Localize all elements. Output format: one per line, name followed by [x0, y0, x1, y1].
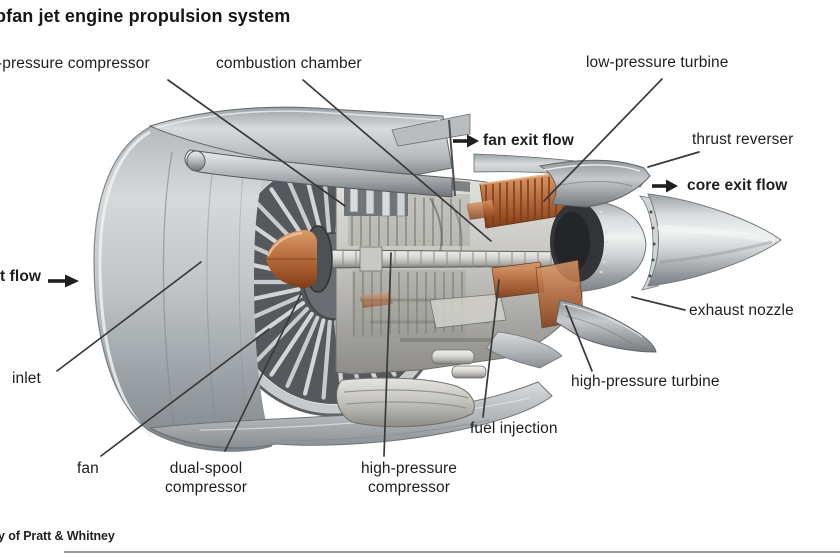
turbine-exit-bolts: [599, 210, 609, 274]
label-thrust-reverser: thrust reverser: [692, 131, 794, 148]
label-fan-exit-flow: fan exit flow: [483, 132, 574, 149]
label-fan: fan: [77, 460, 99, 477]
label-core-exit-flow: core exit flow: [687, 177, 788, 194]
label-combustion-chamber: combustion chamber: [216, 55, 362, 72]
lower-nacelle: [148, 349, 553, 449]
spinner-cone: [266, 225, 333, 293]
cone-base-holes: [648, 210, 656, 278]
fan-exit-flow-arrow-icon: [453, 134, 479, 148]
rear-section: [473, 153, 782, 369]
label-inlet-flow: t flow: [0, 268, 42, 285]
image-credit: y of Pratt & Whitney: [0, 529, 115, 543]
tail-cone: [647, 193, 782, 287]
inlet-flow-arrow-icon: [48, 274, 79, 288]
label-exhaust-nozzle: exhaust nozzle: [689, 302, 794, 319]
exhaust-nozzle-skirt: [555, 299, 657, 353]
label-low-pressure-compressor: -pressure compressor: [0, 55, 150, 72]
label-high-pressure-turbine: high-pressure turbine: [571, 373, 720, 390]
nacelle-top-band: [148, 106, 471, 198]
flow-arrows: [48, 134, 678, 288]
label-dual-spool-compressor: dual-spool compressor: [165, 460, 247, 496]
diagram-title: bfan jet engine propulsion system: [0, 6, 291, 26]
core-exit-flow-arrow-icon: [652, 179, 678, 193]
label-low-pressure-turbine: low-pressure turbine: [586, 54, 729, 71]
label-fuel-injection: fuel injection: [470, 420, 558, 437]
label-high-pressure-compressor: high-pressure compressor: [360, 460, 458, 496]
bottom-divider: [64, 551, 840, 553]
label-inlet: inlet: [12, 370, 41, 387]
leader-lines: [56, 78, 700, 457]
inlet-cowl: [93, 125, 274, 452]
